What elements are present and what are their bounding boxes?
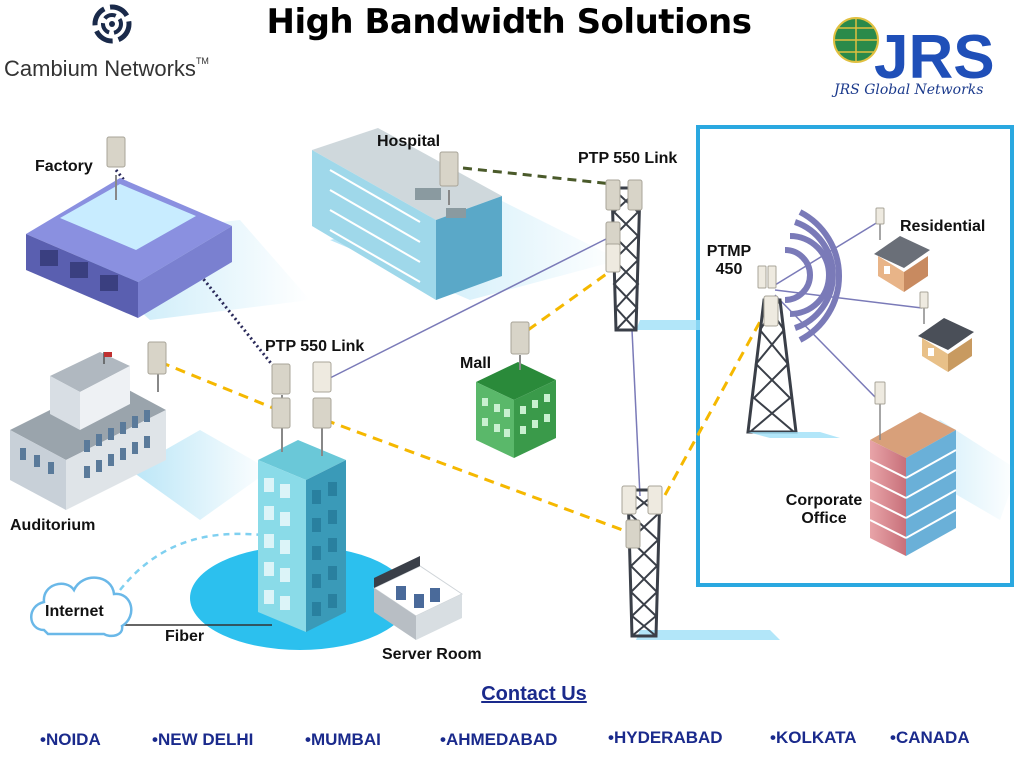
label-ptp-link-top: PTP 550 Link: [578, 150, 678, 167]
city-ahmedabad: •AHMEDABAD: [440, 730, 558, 749]
auditorium-building: [10, 341, 167, 510]
label-internet: Internet: [45, 603, 104, 620]
residential-house-1: [874, 207, 930, 292]
page-title: High Bandwidth Solutions: [266, 2, 752, 42]
cambium-brand: Cambium NetworksTM: [4, 56, 209, 82]
ptmp-area-frame: [696, 125, 1014, 587]
tower-to-tower-link: [631, 329, 641, 497]
server-room: [372, 556, 464, 640]
city-hyderabad: •HYDERABAD: [608, 728, 723, 747]
hospital-building: [312, 128, 502, 300]
hq-tower-link: [324, 418, 629, 534]
label-auditorium: Auditorium: [10, 517, 96, 534]
label-fiber: Fiber: [165, 628, 205, 645]
auditorium-link: [159, 360, 279, 412]
hq-antenna-right-icon: [312, 361, 332, 393]
ptmp-tower: [746, 265, 840, 438]
label-hospital: Hospital: [377, 133, 441, 150]
jrs-brand-name: JRS Global Networks: [834, 82, 984, 98]
cambium-logo-icon: [92, 4, 132, 44]
ptp-mid-link: [329, 235, 613, 379]
residential-antenna-icon: [875, 207, 885, 225]
cambium-brand-name: Cambium Networks: [4, 56, 196, 81]
cambium-trademark: TM: [195, 56, 209, 66]
label-server-room: Server Room: [382, 646, 482, 663]
factory-link: [114, 169, 280, 373]
tower-antenna-icon: [621, 485, 637, 515]
tower-antenna-icon: [605, 179, 621, 211]
hospital-antenna-icon: [439, 151, 459, 187]
label-corporate-office: Corporate Office: [770, 492, 878, 528]
mall-link: [527, 268, 613, 332]
factory-antenna-icon: [106, 136, 126, 168]
city-new-delhi: •NEW DELHI: [152, 730, 254, 749]
radio-waves-icon: [784, 209, 842, 343]
mall-antenna-icon: [510, 321, 530, 355]
city-canada: •CANADA: [890, 728, 970, 747]
label-ptmp: PTMP 450: [703, 243, 755, 279]
residential-house-2: [918, 291, 974, 372]
label-ptmp-line2: 450: [715, 261, 743, 278]
label-ptmp-line1: PTMP: [706, 243, 752, 260]
internet-cloud-icon: [30, 576, 133, 638]
wireless-links: [100, 166, 923, 626]
lattice-tower-bottom: [621, 485, 663, 638]
corporate-antenna-icon: [874, 381, 886, 405]
corporate-office-building: [869, 381, 957, 556]
label-ptp-link-mid: PTP 550 Link: [265, 338, 365, 355]
hospital-link: [462, 166, 613, 186]
label-corporate-line2: Office: [801, 510, 847, 527]
headquarters-building: [258, 361, 346, 632]
hq-antenna-left-icon: [271, 363, 291, 395]
label-corporate-line1: Corporate: [785, 492, 863, 509]
auditorium-antenna-icon: [147, 341, 167, 375]
label-residential: Residential: [900, 218, 986, 235]
lattice-tower-top: [605, 179, 643, 332]
jrs-logo-icon: JRS: [833, 17, 995, 92]
city-kolkata: •KOLKATA: [770, 728, 857, 747]
contact-us-heading[interactable]: Contact Us: [481, 683, 587, 705]
jrs-letters: JRS: [874, 23, 995, 92]
label-factory: Factory: [35, 158, 93, 175]
label-mall: Mall: [460, 355, 492, 372]
factory-building: [26, 136, 232, 318]
city-mumbai: •MUMBAI: [305, 730, 381, 749]
mall-building: [476, 321, 556, 458]
city-noida: •NOIDA: [40, 730, 101, 749]
ptmp-sector-antenna-icon: [757, 265, 767, 289]
tower-ptmp-link: [663, 317, 764, 496]
